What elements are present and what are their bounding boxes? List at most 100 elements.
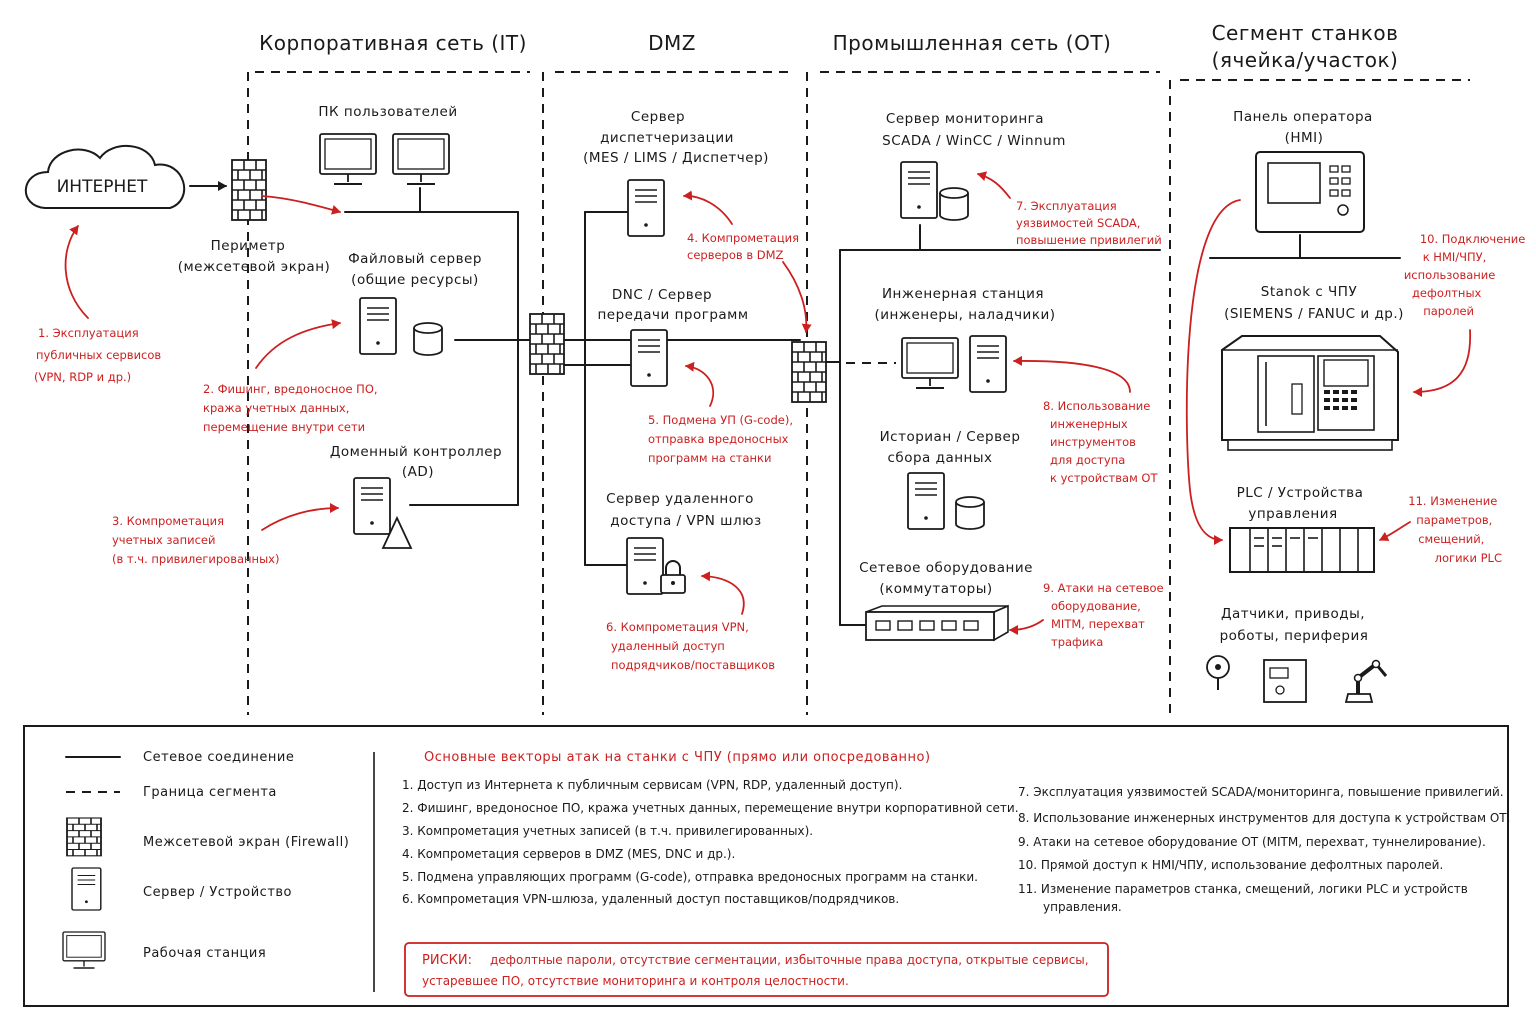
vector-item-4: 4. Компрометация серверов в DMZ (MES, DN… [402, 847, 735, 861]
scada-server-label-2: SCADA / WinCC / Winnum [882, 133, 1066, 149]
perimeter-firewall-icon [231, 159, 267, 221]
legend-boundary-label: Граница сегмента [143, 785, 277, 800]
dnc-server-icon [630, 329, 668, 387]
domain-controller-label-sub: (AD) [402, 464, 434, 480]
dispatch-server-label: Сервер [631, 109, 685, 125]
peripherals-label-2: роботы, периферия [1220, 628, 1369, 644]
scada-server-icon [900, 161, 938, 219]
vector-item-11: 11. Изменение параметров станка, смещени… [1018, 882, 1468, 896]
vpn-server-icon [626, 537, 664, 595]
network-equipment-label-2: (коммутаторы) [879, 581, 992, 597]
dnc-server-label: DNC / Сервер [612, 287, 712, 303]
vpn-server-label-2: доступа / VPN шлюз [610, 513, 761, 529]
annotation-6: 6. Компрометация VPN, удаленный доступ п… [606, 620, 775, 672]
annotation-8: 8. Использование инженерных инструментов… [1043, 399, 1158, 485]
dmz-backbone [563, 211, 801, 566]
dispatch-server-label-3: (MES / LIMS / Диспетчер) [583, 150, 769, 166]
risks-line-1: дефолтные пароли, отсутствие сегментации… [490, 953, 1089, 967]
header-corporate-network: Корпоративная сеть (IT) [259, 31, 527, 55]
dispatch-server-label-2: диспетчеризации [600, 130, 734, 146]
machine-segment-links [1209, 234, 1401, 259]
annotation-1: 1. Эксплуатация публичных сервисов (VPN,… [34, 326, 165, 384]
vectors-title: Основные векторы атак на станки с ЧПУ (п… [424, 750, 931, 765]
drive-icon [1263, 659, 1307, 703]
vector-item-11-cont: управления. [1043, 900, 1122, 914]
dnc-server-label-2: передачи программ [597, 307, 748, 323]
scada-server-label: Сервер мониторинга [886, 111, 1044, 127]
vector-item-7: 7. Эксплуатация уязвимостей SCADA/монито… [1018, 785, 1504, 799]
perimeter-label-sub: (межсетевой экран) [178, 259, 331, 275]
historian-server-icon [907, 472, 945, 530]
internet-label: ИНТЕРНЕТ [57, 177, 148, 197]
annotation-11: 11. Изменение параметров, смещений, логи… [1408, 494, 1502, 565]
risks-box [404, 942, 1109, 997]
ot-firewall-icon [791, 341, 827, 403]
cnc-label-2: (SIEMENS / FANUC и др.) [1224, 306, 1404, 322]
vector-item-5: 5. Подмена управляющих программ (G-code)… [402, 870, 978, 884]
legend-workstation-label: Рабочая станция [143, 946, 266, 961]
risks-line-2: устаревшее ПО, отсутствие мониторинга и … [422, 974, 849, 988]
annotation-2: 2. Фишинг, вредоносное ПО, кража учетных… [203, 382, 381, 434]
engineering-station-label-2: (инженеры, наладчики) [874, 307, 1055, 323]
legend-firewall-icon [66, 817, 102, 857]
engineering-station-label: Инженерная станция [882, 286, 1044, 302]
header-machine-segment: Сегмент станков [1212, 21, 1399, 45]
vector-item-9: 9. Атаки на сетевое оборудование ОТ (MIT… [1018, 835, 1486, 849]
hmi-label: Панель оператора [1233, 109, 1373, 125]
perimeter-label: Периметр [211, 238, 286, 254]
historian-label: Историан / Сервер [880, 429, 1021, 445]
cnc-label: Stanok с ЧПУ [1261, 284, 1357, 300]
legend-server-icon [71, 867, 102, 911]
header-dmz: DMZ [648, 31, 696, 55]
internet-cloud-icon [24, 145, 186, 209]
annotation-3: 3. Компрометация учетных записей (в т.ч.… [112, 514, 279, 566]
header-industrial-network: Промышленная сеть (OT) [833, 31, 1112, 55]
legend-firewall-label: Межсетевой экран (Firewall) [143, 835, 349, 850]
plc-label: PLC / Устройства [1237, 485, 1364, 501]
cnc-machine-icon [1221, 335, 1399, 451]
dmz-firewall-icon [529, 313, 565, 375]
domain-controller-icon [353, 477, 391, 535]
annotation-9: 9. Атаки на сетевое оборудование, MITM, … [1043, 581, 1167, 649]
lock-icon [660, 560, 686, 594]
annotation-5: 5. Подмена УП (G-code), отправка вредоно… [648, 413, 797, 465]
file-storage-db-icon [413, 322, 443, 356]
vectors-left-list: 1. Доступ из Интернета к публичным серви… [402, 778, 1019, 906]
hmi-label-2: (HMI) [1285, 130, 1324, 146]
dispatch-server-icon [627, 179, 665, 237]
risks-label: РИСКИ: [422, 953, 472, 968]
vector-item-8: 8. Использование инженерных инструментов… [1018, 811, 1510, 825]
vectors-right-list: 7. Эксплуатация уязвимостей SCADA/монито… [1018, 785, 1510, 914]
legend-server-label: Сервер / Устройство [143, 885, 292, 900]
plc-label-2: управления [1248, 506, 1337, 522]
vpn-server-label: Сервер удаленного [606, 491, 754, 507]
vector-item-6: 6. Компрометация VPN-шлюза, удаленный до… [402, 892, 899, 906]
network-equipment-label: Сетевое оборудование [859, 560, 1033, 576]
file-server-label: Файловый сервер [348, 251, 482, 267]
user-pc-1-icon [319, 133, 377, 185]
robot-arm-icon [1344, 659, 1388, 703]
sensor-icon [1206, 655, 1230, 690]
historian-label-2: сбора данных [887, 450, 992, 466]
engineering-tower-icon [969, 335, 1007, 393]
file-server-label-sub: (общие ресурсы) [351, 272, 479, 288]
attack-arrows [64, 171, 1471, 635]
header-machine-segment-sub: (ячейка/участок) [1212, 48, 1399, 72]
domain-controller-label: Доменный контроллер [330, 444, 502, 460]
vector-item-2: 2. Фишинг, вредоносное ПО, кража учетных… [402, 801, 1019, 815]
switch-icon [865, 604, 1009, 642]
user-pc-2-icon [392, 133, 450, 185]
peripherals-label: Датчики, приводы, [1221, 606, 1365, 622]
corporate-backbone [344, 187, 531, 506]
hmi-panel-icon [1255, 151, 1365, 233]
vector-item-10: 10. Прямой доступ к HMI/ЧПУ, использован… [1018, 858, 1443, 872]
annotation-10: 10. Подключение к HMI/ЧПУ, использование… [1404, 232, 1529, 318]
vector-item-1: 1. Доступ из Интернета к публичным серви… [402, 778, 902, 792]
user-pcs-label: ПК пользователей [318, 104, 457, 120]
annotation-7: 7. Эксплуатация уязвимостей SCADA, повыш… [1016, 199, 1162, 247]
scada-db-icon [939, 187, 969, 221]
historian-db-icon [955, 496, 985, 530]
domain-warning-icon [381, 515, 413, 549]
annotation-4: 4. Компрометация серверов в DMZ [687, 231, 803, 262]
